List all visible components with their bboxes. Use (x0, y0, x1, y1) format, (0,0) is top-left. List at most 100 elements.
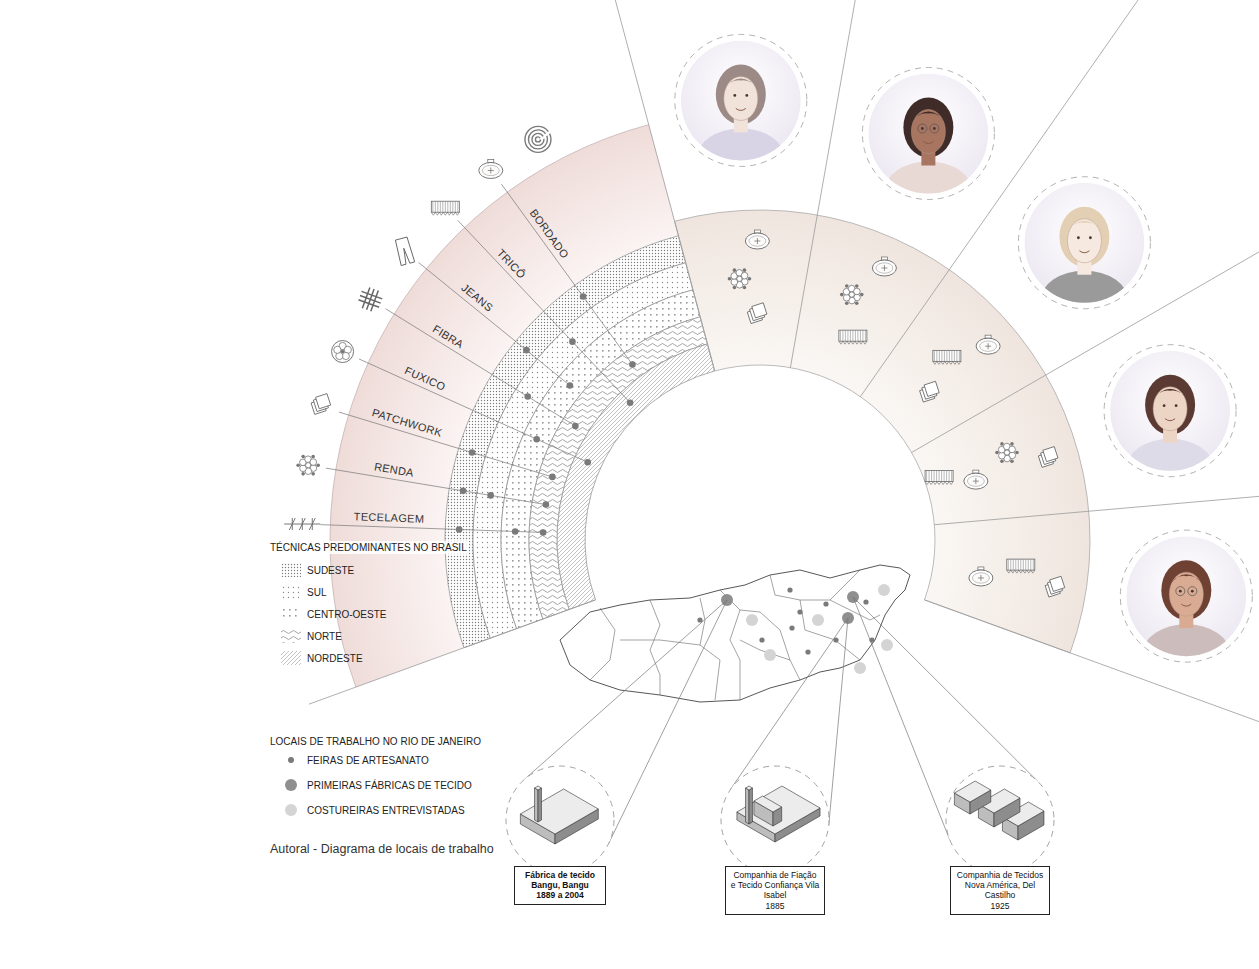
eye (1179, 590, 1182, 593)
interviewee-dot (881, 639, 893, 651)
factory-frame (721, 766, 829, 874)
portrait-frame (862, 67, 994, 199)
hoop-inner (967, 476, 984, 486)
fair-dot (863, 599, 868, 604)
hoop-icon (479, 159, 503, 178)
fringe (723, 78, 759, 90)
legend-text: SUDESTE (307, 564, 354, 577)
lace-dot (845, 284, 849, 288)
lace-center (849, 292, 854, 297)
hair (903, 97, 953, 157)
municipality-border (650, 600, 660, 695)
legend-swatch (285, 779, 297, 791)
box-text: 1885 (730, 901, 820, 911)
swatch-pattern (281, 629, 301, 643)
region-dot (549, 474, 556, 481)
patchwork-icon (1045, 576, 1065, 597)
mouth (1181, 604, 1191, 606)
region-dot (460, 488, 467, 495)
technique-label: RENDA (374, 461, 416, 480)
face (911, 109, 945, 153)
hoop-ring (872, 260, 896, 276)
box-text: Fábrica de tecido Bangu, Bangu (519, 870, 601, 890)
legend-swatch (281, 585, 301, 599)
building-roof (535, 786, 542, 790)
municipality-border (730, 610, 740, 700)
lace-dot (840, 293, 844, 297)
patchwork-icon (920, 381, 940, 402)
legend-text: CENTRO-OESTE (307, 608, 386, 621)
portrait (862, 67, 994, 221)
lace-dot (995, 451, 999, 455)
fringe (1152, 389, 1188, 401)
region-dot (584, 459, 591, 466)
factory-illustration (721, 766, 829, 874)
lace-icon (296, 455, 320, 476)
legend-text: FEIRAS DE ARTESANATO (307, 754, 429, 767)
stitch (754, 238, 760, 244)
technique-label: JEANS (459, 282, 496, 315)
municipality-border (740, 640, 790, 660)
fringe (1168, 574, 1204, 586)
knit-fringe (933, 361, 961, 364)
patchwork-icon (1038, 447, 1058, 468)
building-side (746, 788, 749, 824)
portrait-frame (675, 34, 807, 166)
hoop-ring (479, 162, 503, 178)
region-dot (524, 393, 531, 400)
legend-swatch (281, 629, 301, 643)
legend-swatch (281, 607, 301, 621)
hoop-icon (969, 567, 993, 586)
hoop-inner (972, 573, 989, 583)
knit-rows (1008, 559, 1033, 570)
factory-illustration (946, 766, 1054, 874)
lace-dot (1015, 451, 1019, 455)
eye (1163, 404, 1166, 407)
box-text: 1889 a 2004 (519, 890, 601, 900)
swatch-pattern (281, 651, 301, 665)
stitch (488, 167, 494, 173)
glasses (1188, 587, 1197, 596)
lace-dot (1000, 442, 1004, 446)
fuxico-petal (334, 346, 341, 353)
legend-swatch (285, 804, 297, 816)
fuxico-center (341, 350, 345, 354)
portrait-frame (1104, 345, 1236, 477)
region-dot (533, 436, 540, 443)
hoop-ring (976, 338, 1000, 354)
location-leader (524, 600, 727, 780)
state-outline (560, 565, 910, 702)
legend-swatch (281, 563, 301, 577)
technique-label: FUXICO (402, 364, 447, 394)
factory-frame (506, 766, 614, 874)
leader-line (458, 220, 630, 402)
hair (1145, 375, 1195, 435)
fair-dot (697, 617, 702, 622)
factory-box: Fábrica de tecido Bangu, Bangu1889 a 200… (514, 866, 606, 905)
fair-dot (823, 601, 828, 606)
fringe (910, 111, 946, 123)
interviewee-dot (878, 584, 890, 596)
interviewee-dot (812, 614, 824, 626)
lace-dot (1010, 459, 1014, 463)
leader-line (326, 468, 546, 504)
region-dot (456, 526, 463, 533)
building-roof (746, 786, 753, 790)
building-roof (520, 789, 598, 834)
knit-icon (431, 201, 459, 215)
eye (933, 127, 936, 130)
lace-dot (860, 293, 864, 297)
location-leader (853, 597, 950, 840)
mouth (923, 141, 933, 143)
fuxico-icon (332, 341, 354, 363)
swatch-pattern (281, 563, 301, 577)
region-dot (487, 492, 494, 499)
portrait-frame (1120, 530, 1252, 662)
mouth (1079, 251, 1089, 253)
factory-box: Companhia de Fiação e Tecido Confiança V… (725, 866, 825, 915)
legend-text: COSTUREIRAS ENTREVISTADAS (307, 804, 465, 817)
eye (921, 127, 924, 130)
eye (733, 94, 736, 97)
knit-rows (433, 201, 458, 212)
lace-dot (748, 277, 752, 281)
